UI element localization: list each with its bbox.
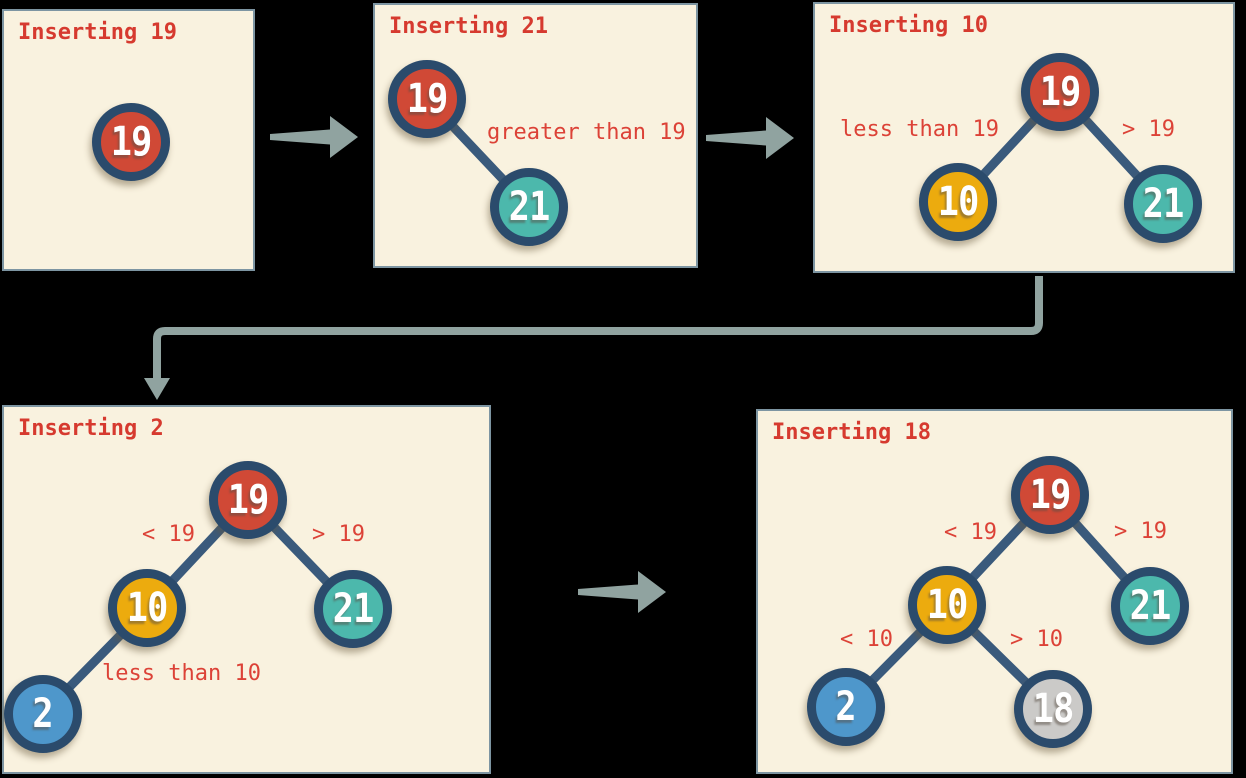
panel-inserting-21: Inserting 21 19 21 greater than 19 [373, 3, 698, 268]
tree-node-18: 18 [1014, 670, 1092, 748]
panel-inserting-18: Inserting 18 19 10 21 2 18 < 19 > 19 < 1… [756, 409, 1233, 774]
flow-arrow-right-3 [578, 571, 666, 613]
node-value: 21 [1142, 181, 1185, 227]
edge-label-less-than-10: less than 10 [102, 661, 261, 686]
edge-label-lt-19: < 19 [944, 520, 997, 545]
tree-node-10: 10 [919, 163, 997, 241]
edge-label-greater-than-19: greater than 19 [487, 120, 686, 145]
node-value: 21 [1129, 583, 1172, 629]
node-value: 10 [937, 179, 980, 225]
panel-inserting-19: Inserting 19 19 [2, 9, 255, 271]
node-value: 2 [32, 691, 54, 737]
node-value: 21 [332, 586, 375, 632]
edge-label-gt-19: > 19 [1122, 117, 1175, 142]
panel-title: Inserting 19 [18, 20, 177, 45]
node-value: 19 [1029, 472, 1072, 518]
panel-title: Inserting 10 [829, 13, 988, 38]
edge-label-gt-19: > 19 [1114, 519, 1167, 544]
edge-label-lt-10: < 10 [840, 627, 893, 652]
flow-arrow-right-1 [270, 116, 358, 158]
panel-inserting-10: Inserting 10 19 10 21 less than 19 > 19 [813, 2, 1235, 273]
node-value: 19 [1039, 69, 1082, 115]
tree-node-21: 21 [490, 168, 568, 246]
tree-node-2: 2 [4, 675, 82, 753]
edge-label-gt-10: > 10 [1010, 627, 1063, 652]
node-value: 10 [926, 582, 969, 628]
node-value: 19 [227, 477, 270, 523]
panel-title: Inserting 2 [18, 416, 164, 441]
panel-inserting-2: Inserting 2 19 10 21 2 < 19 > 19 less th… [2, 405, 491, 774]
node-value: 19 [406, 76, 449, 122]
panel-title: Inserting 21 [389, 14, 548, 39]
tree-node-21: 21 [1124, 165, 1202, 243]
tree-node-19: 19 [209, 461, 287, 539]
edge-label-less-than-19: less than 19 [840, 117, 999, 142]
node-value: 2 [835, 684, 857, 730]
tree-node-10: 10 [108, 569, 186, 647]
node-value: 19 [110, 119, 153, 165]
flow-arrow-right-2 [706, 117, 794, 159]
tree-node-19: 19 [1021, 53, 1099, 131]
tree-node-19: 19 [388, 60, 466, 138]
edge-label-lt-19: < 19 [142, 522, 195, 547]
edge-label-gt-19: > 19 [312, 522, 365, 547]
tree-node-19: 19 [1011, 456, 1089, 534]
flow-arrow-elbow-line [153, 276, 1043, 380]
flow-arrow-elbow-head [144, 378, 170, 400]
tree-node-10: 10 [908, 566, 986, 644]
panel-title: Inserting 18 [772, 420, 931, 445]
node-value: 10 [126, 585, 169, 631]
tree-node-21: 21 [314, 570, 392, 648]
node-value: 21 [508, 184, 551, 230]
tree-node-2: 2 [807, 668, 885, 746]
node-value: 18 [1032, 686, 1075, 732]
tree-node-19: 19 [92, 103, 170, 181]
tree-node-21: 21 [1111, 567, 1189, 645]
